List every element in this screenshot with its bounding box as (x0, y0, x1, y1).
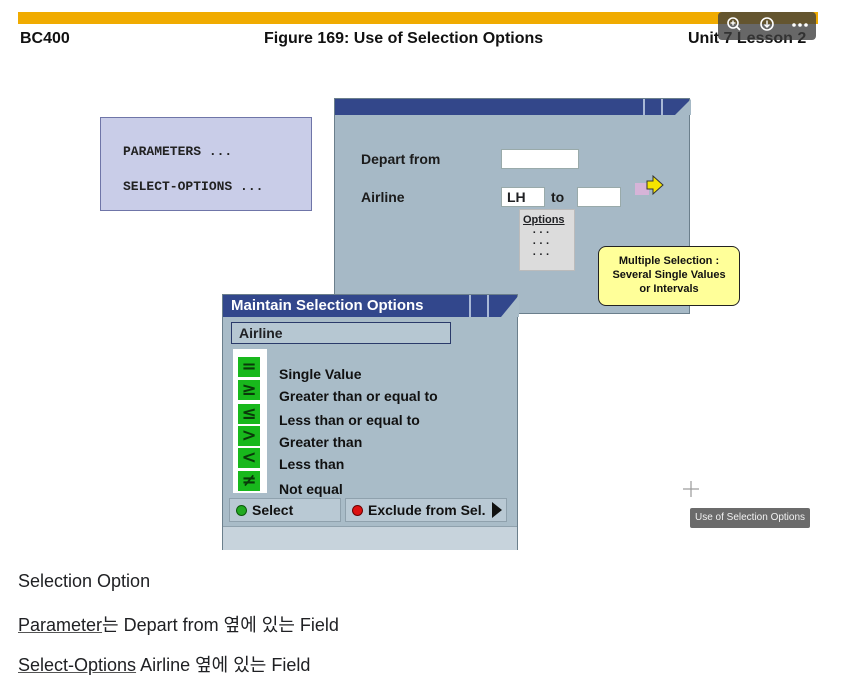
more-icon[interactable] (790, 16, 810, 36)
download-icon[interactable] (757, 16, 777, 36)
option-greater-than[interactable]: Greater than (279, 434, 363, 450)
greater-than-icon[interactable]: > (238, 426, 260, 446)
options-item[interactable]: ... (531, 236, 551, 248)
to-label: to (551, 189, 565, 205)
green-light-icon (236, 505, 247, 516)
move-cursor-icon (682, 480, 700, 498)
dialog-titlebar: Maintain Selection Options (223, 295, 519, 317)
titlebar-corner (501, 295, 519, 317)
exclude-button[interactable]: Exclude from Sel. (345, 498, 507, 522)
dialog-footer (223, 526, 517, 550)
airline-to-field[interactable] (577, 187, 621, 207)
dialog-field-name: Airline (231, 322, 451, 344)
accent-bar (18, 12, 818, 24)
zoom-in-icon[interactable] (724, 16, 744, 36)
maintain-selection-options-dialog: Maintain Selection Options Airline = ≥ ≤… (222, 294, 519, 550)
less-than-icon[interactable]: < (238, 448, 260, 468)
option-greater-equal[interactable]: Greater than or equal to (279, 388, 438, 404)
image-viewer-toolbar (718, 12, 816, 40)
selection-screen-titlebar (335, 99, 691, 115)
titlebar-corner (675, 99, 691, 115)
red-light-icon (352, 505, 363, 516)
figure: BC400 Figure 169: Use of Selection Optio… (18, 12, 818, 552)
multiple-selection-callout: Multiple Selection : Several Single Valu… (598, 246, 740, 306)
options-item[interactable]: ... (531, 225, 551, 237)
not-equal-icon[interactable]: ≠ (238, 471, 260, 491)
option-not-equal[interactable]: Not equal (279, 481, 343, 497)
option-less-than[interactable]: Less than (279, 456, 345, 472)
less-equal-icon[interactable]: ≤ (238, 404, 260, 424)
caption-parameter-text: 는 Depart from 옆에 있는 Field (102, 615, 339, 635)
callout-line-3: or Intervals (639, 283, 699, 295)
multiple-selection-button[interactable] (635, 174, 665, 196)
options-popup[interactable]: Options ... ... ... (519, 209, 575, 271)
option-less-equal[interactable]: Less than or equal to (279, 412, 420, 428)
scroll-right-icon[interactable] (491, 501, 503, 524)
abap-code-box: PARAMETERS ... SELECT-OPTIONS ... (100, 117, 312, 211)
equal-icon[interactable]: = (238, 357, 260, 377)
caption-select-options: Select-Options Airline 옆에 있는 Field (18, 651, 310, 677)
depart-from-label: Depart from (361, 151, 441, 167)
select-button-label: Select (252, 502, 294, 518)
airline-label: Airline (361, 189, 405, 205)
select-button[interactable]: Select (229, 498, 341, 522)
callout-line-2: Several Single Values (612, 269, 726, 281)
exclude-button-label: Exclude from Sel. (368, 502, 486, 518)
select-options-link[interactable]: Select-Options (18, 655, 137, 675)
depart-from-field[interactable] (501, 149, 579, 169)
dialog-button-bar: Select Exclude from Sel. (229, 498, 515, 524)
option-single-value[interactable]: Single Value (279, 366, 362, 382)
caption-select-options-text: Airline 옆에 있는 Field (136, 655, 311, 675)
caption-selection-option: Selection Option (18, 571, 151, 591)
caption-parameter: Parameter는 Depart from 옆에 있는 Field (18, 611, 339, 637)
parameters-statement: PARAMETERS ... (123, 144, 233, 159)
greater-equal-icon[interactable]: ≥ (238, 380, 260, 400)
select-options-statement: SELECT-OPTIONS ... (123, 179, 264, 194)
dialog-title: Maintain Selection Options (231, 297, 424, 314)
figure-tooltip: Use of Selection Options (690, 508, 810, 528)
options-item[interactable]: ... (531, 247, 551, 259)
operator-icon-column: = ≥ ≤ > < ≠ (233, 349, 267, 493)
parameter-link[interactable]: Parameter (18, 615, 103, 635)
airline-from-field[interactable]: LH (501, 187, 545, 207)
callout-line-1: Multiple Selection : (618, 255, 720, 267)
course-code: BC400 (20, 30, 70, 47)
options-title: Options (523, 214, 565, 226)
figure-title: Figure 169: Use of Selection Options (264, 30, 544, 47)
